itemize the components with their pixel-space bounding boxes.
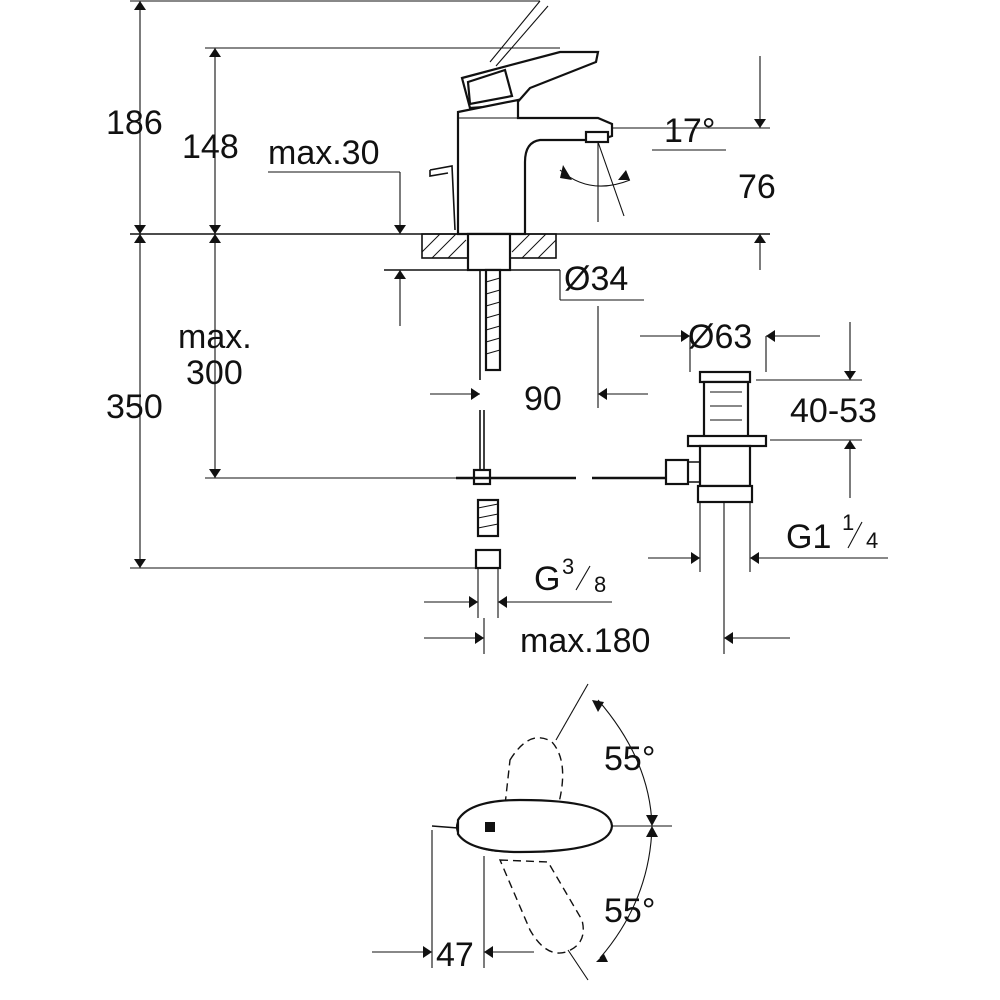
top-view-rod (431, 825, 459, 829)
dim-90: 90 (524, 380, 562, 418)
dim-186: 186 (106, 104, 163, 142)
dim-40-53: 40-53 (790, 392, 877, 430)
svg-text:G: G (534, 560, 560, 598)
waste-tailpiece (698, 444, 752, 488)
dim-max300-line1: max. (178, 318, 252, 356)
svg-text:3: 3 (562, 554, 574, 579)
faucet-top-view (372, 683, 672, 981)
dim-diameter-63: Ø63 (688, 318, 752, 356)
dim-17-degree: 17° (664, 112, 715, 150)
dim-max300-line2: 300 (186, 354, 243, 392)
pivot-nut (664, 458, 690, 486)
hose-fitting (476, 498, 500, 538)
svg-text:4: 4 (866, 528, 878, 553)
dim-76: 76 (738, 168, 776, 206)
threaded-stud (484, 268, 502, 372)
top-view-lever (456, 798, 614, 854)
dim-55-degree-bottom: 55° (604, 892, 655, 930)
dim-max30: max.30 (268, 134, 380, 172)
dim-g3-8: G 3 8 (534, 554, 606, 598)
dim-g1-1-4: G1 1 4 (786, 510, 878, 556)
waste-outlet (696, 484, 754, 504)
aerator (584, 130, 610, 144)
mounting-nut (466, 232, 512, 272)
dim-55-degree-top: 55° (604, 740, 655, 778)
waste-flange (686, 434, 768, 448)
g38-nut (474, 548, 502, 570)
waste-assembly (456, 370, 768, 504)
waste-body (702, 380, 750, 440)
waste-plug (698, 370, 752, 384)
faucet-body (456, 98, 614, 236)
dim-148: 148 (182, 128, 239, 166)
dimension-labels: 186 148 max.30 17° 76 Ø34 Ø63 max. 300 3… (106, 104, 878, 974)
dim-max180: max.180 (520, 622, 650, 660)
dim-47: 47 (436, 936, 474, 974)
dimension-lines (130, 0, 888, 654)
lever-position-left (499, 737, 564, 853)
dim-diameter-34: Ø34 (564, 260, 628, 298)
lever-position-right (498, 859, 584, 954)
faucet-side-view (429, 50, 614, 236)
mounting-assembly (466, 232, 512, 570)
basin-section (130, 233, 770, 271)
svg-text:8: 8 (594, 572, 606, 597)
popup-rod (429, 165, 456, 231)
dim-350: 350 (106, 388, 163, 426)
svg-text:1: 1 (842, 510, 854, 535)
lever-hub (466, 68, 514, 106)
svg-text:G1: G1 (786, 518, 831, 556)
